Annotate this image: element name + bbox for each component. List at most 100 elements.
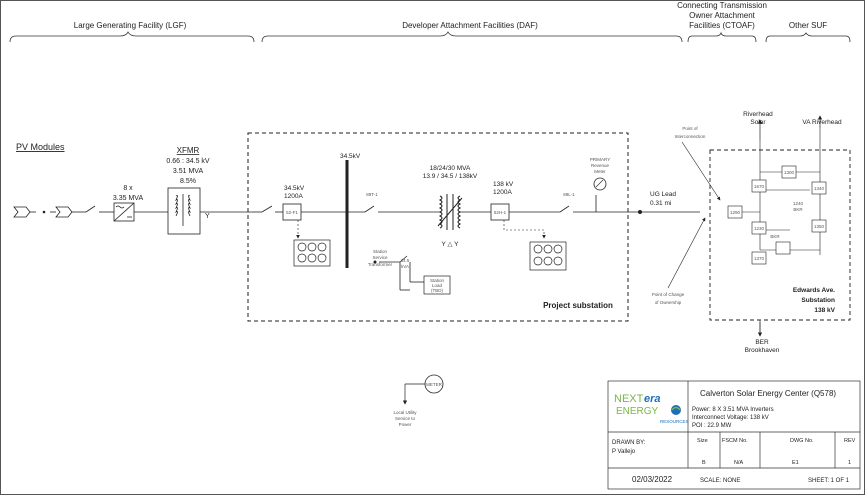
- tb-rev-label: REV: [844, 438, 856, 444]
- tb-voltage: Interconnect Voltage: 138 kV: [692, 415, 769, 421]
- station-kv: 34.5: [401, 258, 410, 263]
- station-label-3: Transformer: [368, 262, 393, 267]
- header-ctoaf-1: Connecting Transmission: [677, 1, 767, 10]
- switch2-label: 89L-1: [563, 192, 575, 197]
- breaker2-ct-lead: [503, 220, 546, 239]
- legend-meter: [402, 374, 444, 405]
- station-tap-dot: [373, 260, 377, 264]
- edwards-b6: 1230: [754, 226, 765, 231]
- header-ctoaf-3: Facilities (CTOAF): [689, 21, 755, 30]
- edwards-b1: 1300: [784, 170, 795, 175]
- svg-text:RESOURCES: RESOURCES: [660, 419, 689, 424]
- tb-fscm-label: FSCM No.: [722, 438, 748, 444]
- poco-arrow: [667, 217, 706, 289]
- header-daf: Developer Attachment Facilities (DAF): [402, 21, 538, 30]
- tb-drawn-by-label: DRAWN BY:: [612, 440, 646, 446]
- revenue-meter-needle: [595, 179, 604, 188]
- svg-text:ENERGY: ENERGY: [616, 406, 659, 417]
- legend-caption-2: Service to: [395, 416, 416, 421]
- svg-text:NEXT: NEXT: [614, 393, 644, 405]
- breaker2-box-label: 52H-1: [494, 210, 507, 215]
- mpt-winding: Y △ Y: [441, 241, 459, 248]
- breaker2-label-1: 138 kV: [493, 181, 514, 188]
- edwards-line-1: Edwards Ave.: [793, 287, 835, 294]
- project-substation-boundary: [247, 132, 629, 322]
- poi-label-1: Point of: [682, 126, 698, 131]
- station-box-2: Load: [432, 283, 443, 288]
- project-substation-title: Project substation: [543, 301, 613, 310]
- meter-label-1: PRIMARY: [590, 157, 610, 162]
- breaker1-box: [282, 203, 302, 221]
- ug-lead-label: UG Lead: [650, 191, 676, 198]
- riverhead-label-1: Riverhead: [743, 111, 773, 118]
- mpt-label-1: 18/24/30 MVA: [430, 165, 471, 172]
- meter-label-2: Revenue: [591, 163, 610, 168]
- nextera-logo: NEXT era ENERGY RESOURCES: [614, 393, 689, 424]
- xfmr-symbol: [167, 187, 252, 235]
- tb-drawn-by: P Vallejo: [612, 449, 636, 455]
- bus-label: 34.5kV: [340, 153, 361, 160]
- header-suf: Other SUF: [789, 21, 827, 30]
- station-box-3: (TBD): [431, 288, 443, 293]
- poi-arrow: [681, 141, 721, 201]
- station-label-1: Station: [373, 249, 388, 254]
- logo-globe-icon: [671, 405, 681, 415]
- breaker1-ct-bank: [293, 239, 331, 267]
- edwards-b5: BKR: [793, 207, 803, 212]
- station-kva: kVA: [401, 264, 409, 269]
- ber-label-2: Brookhaven: [745, 347, 780, 354]
- breaker1-label-1: 34.5kV: [284, 185, 305, 192]
- va-riverhead-label: VA Riverhead: [802, 119, 842, 126]
- station-label-2: Service: [372, 255, 388, 260]
- tb-power: Power: 8 X 3.51 MVA Inverters: [692, 407, 774, 413]
- poco-label-1: Point of Change: [652, 292, 685, 297]
- xfmr-title: XFMR: [177, 146, 200, 155]
- breaker2-box: [490, 203, 510, 221]
- poco-label-2: of Ownership: [655, 300, 682, 305]
- header-lgf: Large Generating Facility (LGF): [74, 21, 187, 30]
- edwards-b2: 1670: [754, 184, 765, 189]
- edwards-b4: 1240: [793, 201, 804, 206]
- ber-label-1: BER: [755, 339, 769, 346]
- tb-size: B: [702, 460, 706, 466]
- line-tap-dot: [638, 210, 642, 214]
- edwards-breakers: [751, 165, 827, 265]
- ctoaf-switch-label: 1290: [730, 210, 741, 215]
- xfmr-winding: Y: [205, 213, 210, 220]
- edwards-b3: 1340: [814, 186, 825, 191]
- breaker1-box-label: 52-F1: [286, 210, 298, 215]
- breaker2-ct-bank: [529, 241, 567, 271]
- tb-size-label: Size: [697, 438, 708, 444]
- substation-wiring: [252, 195, 700, 291]
- section-headers: [9, 31, 851, 43]
- ug-lead-length: 0.31 mi: [650, 200, 671, 207]
- edwards-b9: 1370: [754, 256, 765, 261]
- mpt-symbol: [437, 194, 463, 230]
- edwards-line-3: 138 kV: [814, 307, 835, 314]
- mpt-label-2: 13.9 / 34.5 / 138kV: [423, 173, 478, 180]
- tb-scale: SCALE: NONE: [700, 478, 740, 484]
- revenue-meter-icon: [593, 177, 607, 191]
- poi-label-2: Interconnection: [675, 134, 706, 139]
- breaker2-label-2: 1200A: [493, 189, 512, 196]
- edwards-b8: 1350: [814, 224, 825, 229]
- tb-date: 02/03/2022: [632, 475, 673, 484]
- tb-rev: 1: [848, 460, 851, 466]
- station-box-1: Station: [430, 278, 445, 283]
- meter-label-3: Meter: [594, 169, 606, 174]
- tb-dwg: E1: [792, 460, 799, 466]
- tb-dwg-label: DWG No.: [790, 438, 814, 444]
- tb-sheet: SHEET: 1 OF 1: [808, 478, 850, 484]
- station-load-box: [423, 275, 451, 295]
- pv-modules-title: PV Modules: [16, 142, 65, 152]
- xfmr-voltage: 0.66 : 34.5 kV: [166, 158, 210, 165]
- legend-caption-1: Local Utility: [393, 410, 417, 415]
- legend-meter-text: METER: [426, 382, 443, 387]
- edwards-b7: BKR: [770, 234, 780, 239]
- xfmr-impedance: 8.5%: [180, 178, 196, 185]
- ctoaf-boundary: [709, 149, 851, 321]
- inverter-mva: 3.35 MVA: [113, 195, 144, 202]
- title-block: [607, 380, 861, 490]
